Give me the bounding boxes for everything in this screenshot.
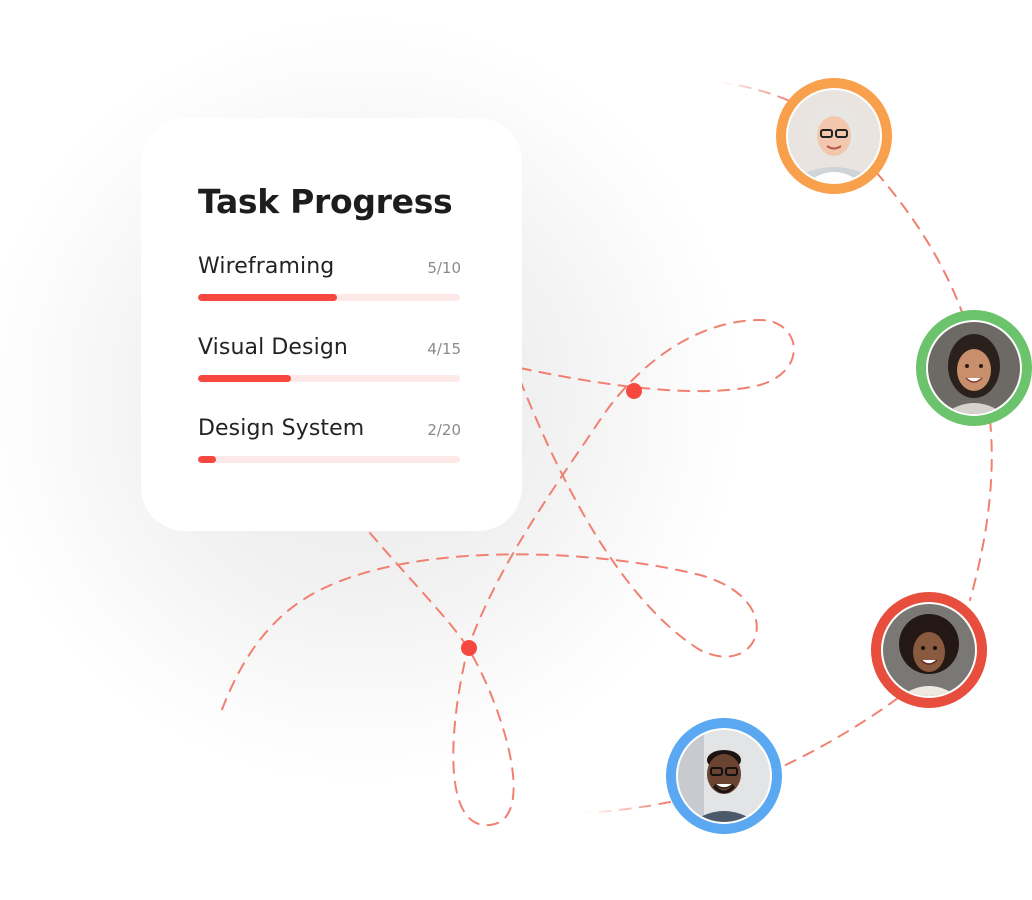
task-item-design-system: Design System 2/20 (198, 416, 461, 463)
dashed-path-top-fade (719, 81, 793, 103)
avatar-woman-curly[interactable] (871, 592, 987, 708)
card-title: Task Progress (198, 182, 453, 221)
progress-fill (198, 456, 217, 463)
task-count: 5/10 (427, 259, 461, 277)
progress-fill (198, 375, 291, 382)
dashed-path-bottom-loop (369, 532, 515, 827)
path-node-dot (461, 640, 477, 656)
avatar-photo (883, 604, 975, 696)
task-count: 4/15 (427, 340, 461, 358)
task-item-visual-design: Visual Design 4/15 (198, 335, 461, 382)
task-name: Design System (198, 416, 365, 441)
task-item-wireframing: Wireframing 5/10 (198, 254, 461, 301)
task-progress-card: Task Progress Wireframing 5/10 Visual De… (141, 118, 522, 531)
avatar-photo (928, 322, 1020, 414)
dashed-path-bottom-fade (584, 801, 671, 814)
progress-fill (198, 294, 337, 301)
dashed-path-right-arc (774, 171, 993, 771)
dashed-path-lower-loop (219, 379, 758, 716)
task-name: Visual Design (198, 335, 348, 360)
avatar-photo (788, 90, 880, 182)
task-name: Wireframing (198, 254, 335, 279)
avatar-man-glasses[interactable] (666, 718, 782, 834)
progress-track (198, 456, 460, 463)
progress-track (198, 294, 460, 301)
progress-track (198, 375, 460, 382)
task-count: 2/20 (427, 421, 461, 439)
avatar-woman-smiling[interactable] (916, 310, 1032, 426)
avatar-woman-glasses[interactable] (776, 78, 892, 194)
avatar-photo (678, 730, 770, 822)
dashed-path-upper-loop (467, 318, 795, 649)
path-node-dot (626, 383, 642, 399)
